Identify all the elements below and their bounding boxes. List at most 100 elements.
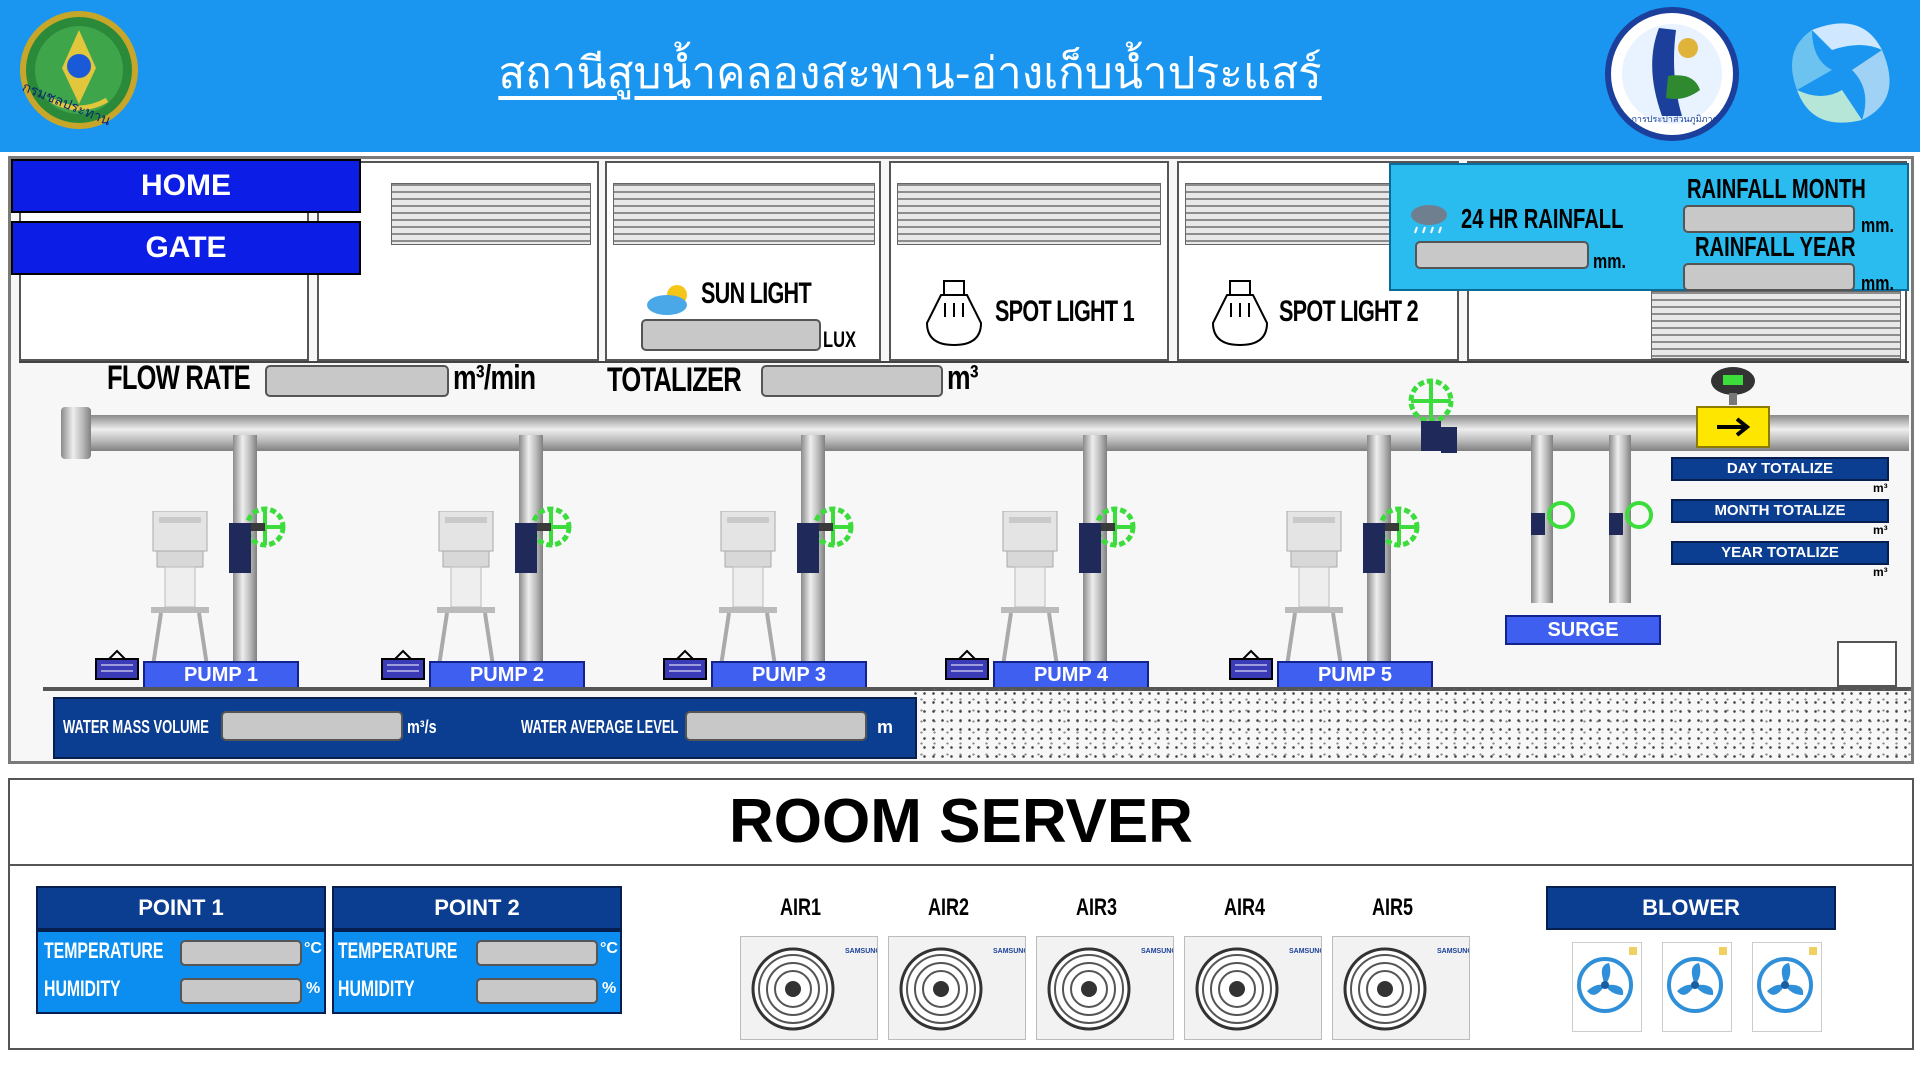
- green-gate-valve-icon[interactable]: [1349, 505, 1429, 581]
- pump-label: PUMP 4: [993, 661, 1149, 689]
- pump-label: PUMP 2: [429, 661, 585, 689]
- spot-light-1-label: SPOT LIGHT 1: [995, 295, 1135, 328]
- blower-fan-icon[interactable]: [1752, 942, 1822, 1032]
- green-gate-valve-icon[interactable]: [215, 505, 295, 581]
- flow-rate-field: [265, 365, 449, 397]
- rain-cloud-icon: [1407, 201, 1453, 237]
- page-title: สถานีสูบน้ำคลองสะพาน-อ่างเก็บน้ำประแสร์: [498, 48, 1322, 99]
- totalizer-label: TOTALIZER: [607, 361, 742, 399]
- water-info-bar: WATER MASS VOLUME m³/s WATER AVERAGE LEV…: [53, 697, 917, 759]
- air-unit-label: AIR3: [1076, 894, 1118, 921]
- flow-rate-unit: m³/min: [453, 359, 536, 397]
- blower-fan-icon[interactable]: [1572, 942, 1642, 1032]
- main-header-pipe: [63, 415, 1909, 451]
- control-box-icon[interactable]: [95, 649, 139, 681]
- rainfall-panel: 24 HR RAINFALL mm. RAINFALL MONTH mm. RA…: [1389, 163, 1909, 295]
- vent-grille: [391, 183, 591, 245]
- control-box-icon[interactable]: [663, 649, 707, 681]
- sun-cloud-icon: [645, 281, 697, 317]
- pump-station: PUMP 4: [945, 159, 1185, 689]
- control-box-icon[interactable]: [1229, 649, 1273, 681]
- control-box-icon[interactable]: [945, 649, 989, 681]
- day-totalize-unit: m³: [1873, 481, 1888, 495]
- vertical-pump-icon: [997, 510, 1063, 683]
- ac-brand-text: SAMSUNG: [1289, 948, 1321, 955]
- surge-valve-1-icon[interactable]: [1531, 499, 1577, 539]
- main-green-gate-valve-icon[interactable]: [1401, 377, 1461, 467]
- rain-month-unit: mm.: [1861, 215, 1894, 237]
- flow-meter-icon: [1681, 363, 1781, 451]
- pump-station: PUMP 1: [95, 159, 335, 689]
- point-1-temp-label: TEMPERATURE: [44, 938, 164, 963]
- month-totalize-label: MONTH TOTALIZE: [1671, 499, 1889, 523]
- spot-light-2-bulb-icon: [1209, 279, 1271, 349]
- point-1-title: POINT 1: [36, 886, 326, 930]
- pump-label: PUMP 5: [1277, 661, 1433, 689]
- vertical-pump-icon: [433, 510, 499, 683]
- day-totalize-label: DAY TOTALIZE: [1671, 457, 1889, 481]
- corporate-swirl-logo: [1782, 10, 1904, 132]
- irrigation-dept-logo: [16, 8, 142, 140]
- air-conditioner-icon[interactable]: SAMSUNG: [1332, 936, 1473, 1040]
- pwa-logo-text: การประปาส่วนภูมิภาค: [1631, 115, 1719, 125]
- blower-fan-icon[interactable]: [1662, 942, 1732, 1032]
- vent-grille: [1185, 183, 1395, 245]
- sunlight-label: SUN LIGHT: [701, 277, 812, 310]
- water-mass-field: [221, 711, 403, 741]
- rain-month-field: [1683, 205, 1855, 233]
- air-unit-label: AIR5: [1372, 894, 1414, 921]
- air-unit-label: AIR4: [1224, 894, 1266, 921]
- surge-valve-2-icon[interactable]: [1609, 499, 1655, 539]
- spot-light-2-label: SPOT LIGHT 2: [1279, 295, 1419, 328]
- rain-year-label: RAINFALL YEAR: [1695, 231, 1856, 262]
- rain-24hr-label: 24 HR RAINFALL: [1461, 203, 1624, 234]
- point-1-temp-unit: °C: [304, 940, 322, 957]
- point-2-temp-unit: °C: [600, 940, 618, 957]
- vent-grille: [897, 183, 1161, 245]
- ac-brand-text: SAMSUNG: [993, 948, 1025, 955]
- control-box-icon[interactable]: [381, 649, 425, 681]
- air-conditioner-icon[interactable]: SAMSUNG: [740, 936, 881, 1040]
- totalizer-field: [761, 365, 943, 397]
- point-1-panel: TEMPERATURE °C HUMIDITY %: [36, 930, 326, 1014]
- green-gate-valve-icon[interactable]: [783, 505, 863, 581]
- surge-label: SURGE: [1505, 615, 1661, 645]
- point-1-hum-unit: %: [306, 980, 321, 997]
- spot-light-1-bulb-icon: [923, 279, 985, 349]
- green-gate-valve-icon[interactable]: [501, 505, 581, 581]
- air-unit-label: AIR1: [780, 894, 822, 921]
- pump-label: PUMP 1: [143, 661, 299, 689]
- green-gate-valve-icon[interactable]: [1065, 505, 1145, 581]
- header-bar: กรมชลประทาน สถานีสูบน้ำคลองสะพาน-อ่างเก็…: [0, 0, 1920, 152]
- air-conditioner-icon[interactable]: SAMSUNG: [1036, 936, 1177, 1040]
- air-conditioner-icon[interactable]: SAMSUNG: [1184, 936, 1325, 1040]
- point-2-temp-field: [476, 940, 598, 966]
- air-conditioner-icon[interactable]: SAMSUNG: [888, 936, 1029, 1040]
- year-totalize-unit: m³: [1873, 565, 1888, 579]
- gate-button[interactable]: GATE: [11, 221, 361, 275]
- water-level-field: [685, 711, 867, 741]
- rain-month-label: RAINFALL MONTH: [1687, 173, 1866, 204]
- side-wall-box: [1837, 641, 1897, 687]
- sunlight-unit: LUX: [823, 327, 856, 352]
- ground-gravel: [911, 689, 1911, 761]
- month-totalize-unit: m³: [1873, 523, 1888, 537]
- rain-24hr-unit: mm.: [1593, 251, 1626, 273]
- water-level-label: WATER AVERAGE LEVEL: [521, 717, 679, 737]
- pump-station: PUMP 5: [1229, 159, 1469, 689]
- air-unit-label: AIR2: [928, 894, 970, 921]
- point-2-hum-unit: %: [602, 980, 617, 997]
- vertical-pump-icon: [1281, 510, 1347, 683]
- rain-24hr-field: [1415, 241, 1589, 269]
- pump-station: PUMP 3: [663, 159, 903, 689]
- vertical-pump-icon: [715, 510, 781, 683]
- water-mass-label: WATER MASS VOLUME: [63, 717, 209, 737]
- pump-station: PUMP 2: [381, 159, 621, 689]
- pipe-end-cap: [61, 407, 91, 459]
- ac-brand-text: SAMSUNG: [1437, 948, 1469, 955]
- point-1-hum-field: [180, 978, 302, 1004]
- rain-year-field: [1683, 263, 1855, 291]
- home-button[interactable]: HOME: [11, 159, 361, 213]
- year-totalize-label: YEAR TOTALIZE: [1671, 541, 1889, 565]
- vertical-pump-icon: [147, 510, 213, 683]
